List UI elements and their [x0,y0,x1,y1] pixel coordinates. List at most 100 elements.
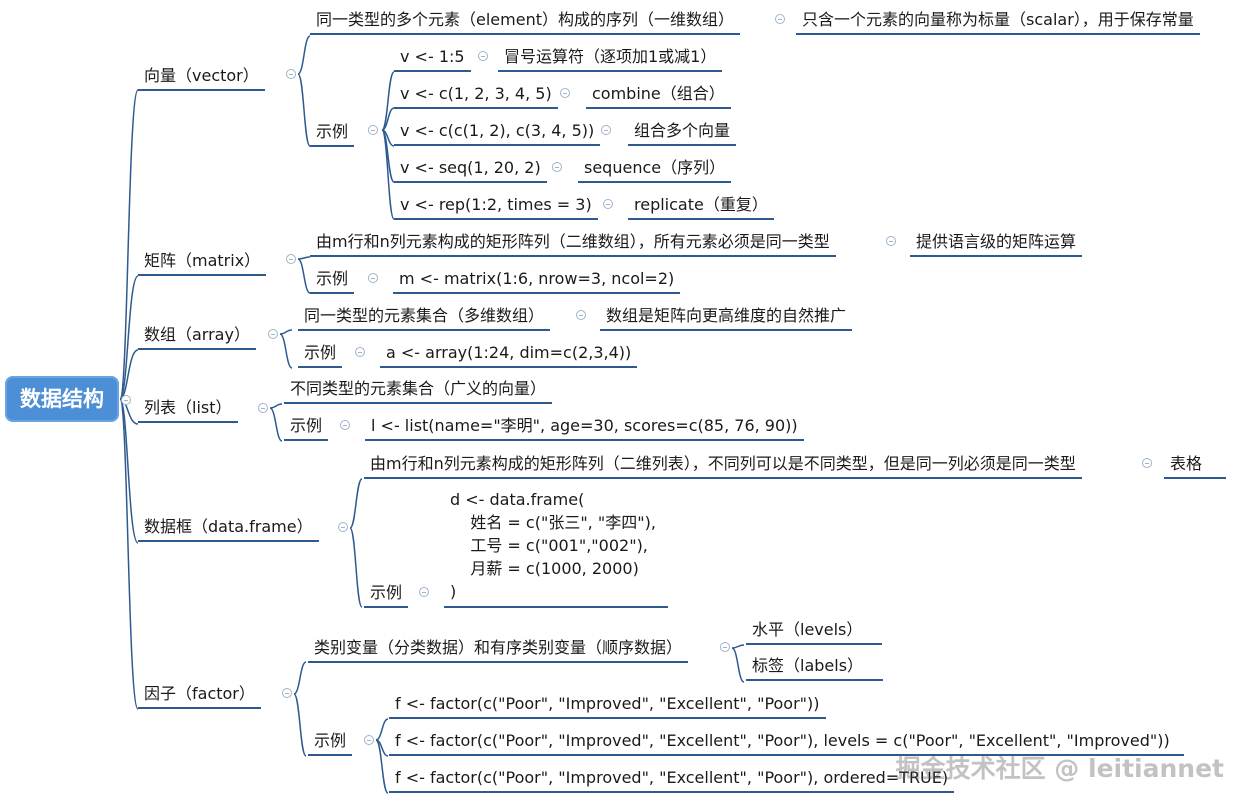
topic-label: 矩阵（matrix） [144,251,261,270]
matrix-example-label[interactable]: 示例 [310,269,355,294]
matrix-note[interactable]: 提供语言级的矩阵运算 [910,232,1083,257]
collapse-icon[interactable] [552,162,562,172]
code-text: m <- matrix(1:6, nrow=3, ncol=2) [399,269,675,288]
collapse-icon[interactable] [886,236,896,246]
topic-label: 数组（array） [144,325,250,344]
collapse-icon[interactable] [560,88,570,98]
collapse-icon[interactable] [478,51,488,61]
collapse-icon[interactable] [258,403,268,413]
factor-labels[interactable]: 标签（labels） [746,656,884,681]
node-text: combine（组合） [592,84,725,103]
factor-definition[interactable]: 类别变量（分类数据）和有序类别变量（顺序数据） [308,638,689,663]
node-text: 表格 [1170,454,1203,473]
collapse-icon[interactable] [368,273,378,283]
matrix-definition[interactable]: 由m行和n列元素构成的矩形阵列（二维数组），所有元素必须是同一类型 [310,232,836,257]
list-definition[interactable]: 不同类型的元素集合（广义的向量） [284,379,553,404]
collapse-icon[interactable] [720,642,730,652]
collapse-icon[interactable] [121,395,131,405]
list-example-label[interactable]: 示例 [284,416,329,441]
dataframe-note[interactable]: 表格 [1164,454,1227,479]
topic-array[interactable]: 数组（array） [138,325,256,350]
collapse-icon[interactable] [282,688,292,698]
topic-label: 列表（list） [144,398,232,417]
dataframe-example-label[interactable]: 示例 [364,583,409,608]
vector-example-label[interactable]: 示例 [310,122,355,147]
topic-list[interactable]: 列表（list） [138,398,238,423]
node-text: 示例 [314,731,347,750]
factor-example-label[interactable]: 示例 [308,731,353,756]
node-text: 由m行和n列元素构成的矩形阵列（二维数组），所有元素必须是同一类型 [316,232,830,251]
code-text: v <- c(1, 2, 3, 4, 5) [400,84,552,103]
collapse-icon[interactable] [364,735,374,745]
collapse-icon[interactable] [368,125,378,135]
factor-levels[interactable]: 水平（levels） [746,620,883,645]
array-definition[interactable]: 同一类型的元素集合（多维数组） [298,306,551,331]
vector-example-code[interactable]: v <- 1:5 [394,47,471,72]
node-text: 同一类型的多个元素（element）构成的序列（一维数组） [316,10,734,29]
topic-factor[interactable]: 因子（factor） [138,684,261,709]
collapse-icon[interactable] [268,329,278,339]
vector-example-code[interactable]: v <- seq(1, 20, 2) [394,158,547,183]
vector-note[interactable]: 只含一个元素的向量称为标量（scalar），用于保存常量 [796,10,1200,35]
node-text: 只含一个元素的向量称为标量（scalar），用于保存常量 [802,10,1194,29]
node-text: 示例 [370,583,403,602]
collapse-icon[interactable] [1142,458,1152,468]
node-text: replicate（重复） [634,195,768,214]
code-text: v <- c(c(1, 2), c(3, 4, 5)) [400,121,595,140]
code-text: v <- 1:5 [400,47,465,66]
node-text: 冒号运算符（逐项加1或减1） [504,47,717,66]
collapse-icon[interactable] [286,254,296,264]
code-text: f <- factor(c("Poor", "Improved", "Excel… [395,731,1170,750]
collapse-icon[interactable] [355,347,365,357]
matrix-example-code[interactable]: m <- matrix(1:6, nrow=3, ncol=2) [393,269,681,294]
node-text: 水平（levels） [752,620,863,639]
topic-vector[interactable]: 向量（vector） [138,66,265,91]
vector-example-desc[interactable]: 冒号运算符（逐项加1或减1） [498,47,723,72]
vector-example-desc[interactable]: 组合多个向量 [628,121,737,146]
node-text: 由m行和n列元素构成的矩形阵列（二维列表），不同列可以是不同类型，但是同一列必须… [370,454,1076,473]
factor-example-code[interactable]: f <- factor(c("Poor", "Improved", "Excel… [389,768,955,793]
array-example-label[interactable]: 示例 [298,343,343,368]
dataframe-example-code[interactable]: d <- data.frame( 姓名 = c("张三", "李四"), 工号 … [444,488,668,608]
vector-example-code[interactable]: v <- c(1, 2, 3, 4, 5) [394,84,558,109]
node-text: 数组是矩阵向更高维度的自然推广 [606,306,847,325]
node-text: 同一类型的元素集合（多维数组） [304,306,545,325]
topic-dataframe[interactable]: 数据框（data.frame） [138,517,319,542]
node-text: 不同类型的元素集合（广义的向量） [290,379,547,398]
topic-label: 数据框（data.frame） [144,517,313,536]
vector-example-code[interactable]: v <- c(c(1, 2), c(3, 4, 5)) [394,121,601,146]
vector-example-desc[interactable]: combine（组合） [586,84,731,109]
collapse-icon[interactable] [576,310,586,320]
collapse-icon[interactable] [338,522,348,532]
code-text: a <- array(1:24, dim=c(2,3,4)) [386,343,632,362]
array-example-code[interactable]: a <- array(1:24, dim=c(2,3,4)) [380,343,638,368]
vector-example-desc[interactable]: sequence（序列） [578,158,732,183]
node-text: 示例 [316,269,349,288]
topic-label: 向量（vector） [144,66,259,85]
collapse-icon[interactable] [601,125,611,135]
collapse-icon[interactable] [286,69,296,79]
node-text: 示例 [316,122,349,141]
root-topic[interactable]: 数据结构 [5,376,119,422]
collapse-icon[interactable] [340,420,350,430]
code-text: f <- factor(c("Poor", "Improved", "Excel… [395,768,949,787]
vector-definition[interactable]: 同一类型的多个元素（element）构成的序列（一维数组） [310,10,740,35]
vector-example-code[interactable]: v <- rep(1:2, times = 3) [394,195,598,220]
watermark: 掘金技术社区 @ leitiannet [895,754,1224,783]
topic-label: 因子（factor） [144,684,255,703]
topic-matrix[interactable]: 矩阵（matrix） [138,251,267,276]
array-note[interactable]: 数组是矩阵向更高维度的自然推广 [600,306,853,331]
collapse-icon[interactable] [603,199,613,209]
factor-example-code[interactable]: f <- factor(c("Poor", "Improved", "Excel… [389,694,826,719]
dataframe-definition[interactable]: 由m行和n列元素构成的矩形阵列（二维列表），不同列可以是不同类型，但是同一列必须… [364,454,1082,479]
node-text: 标签（labels） [752,656,864,675]
vector-example-desc[interactable]: replicate（重复） [628,195,774,220]
code-text: v <- rep(1:2, times = 3) [400,195,592,214]
code-text: v <- seq(1, 20, 2) [400,158,541,177]
list-example-code[interactable]: l <- list(name="李明", age=30, scores=c(85… [365,416,804,441]
code-text: f <- factor(c("Poor", "Improved", "Excel… [395,694,820,713]
collapse-icon[interactable] [419,587,429,597]
collapse-icon[interactable] [775,14,785,24]
factor-example-code[interactable]: f <- factor(c("Poor", "Improved", "Excel… [389,731,1184,756]
